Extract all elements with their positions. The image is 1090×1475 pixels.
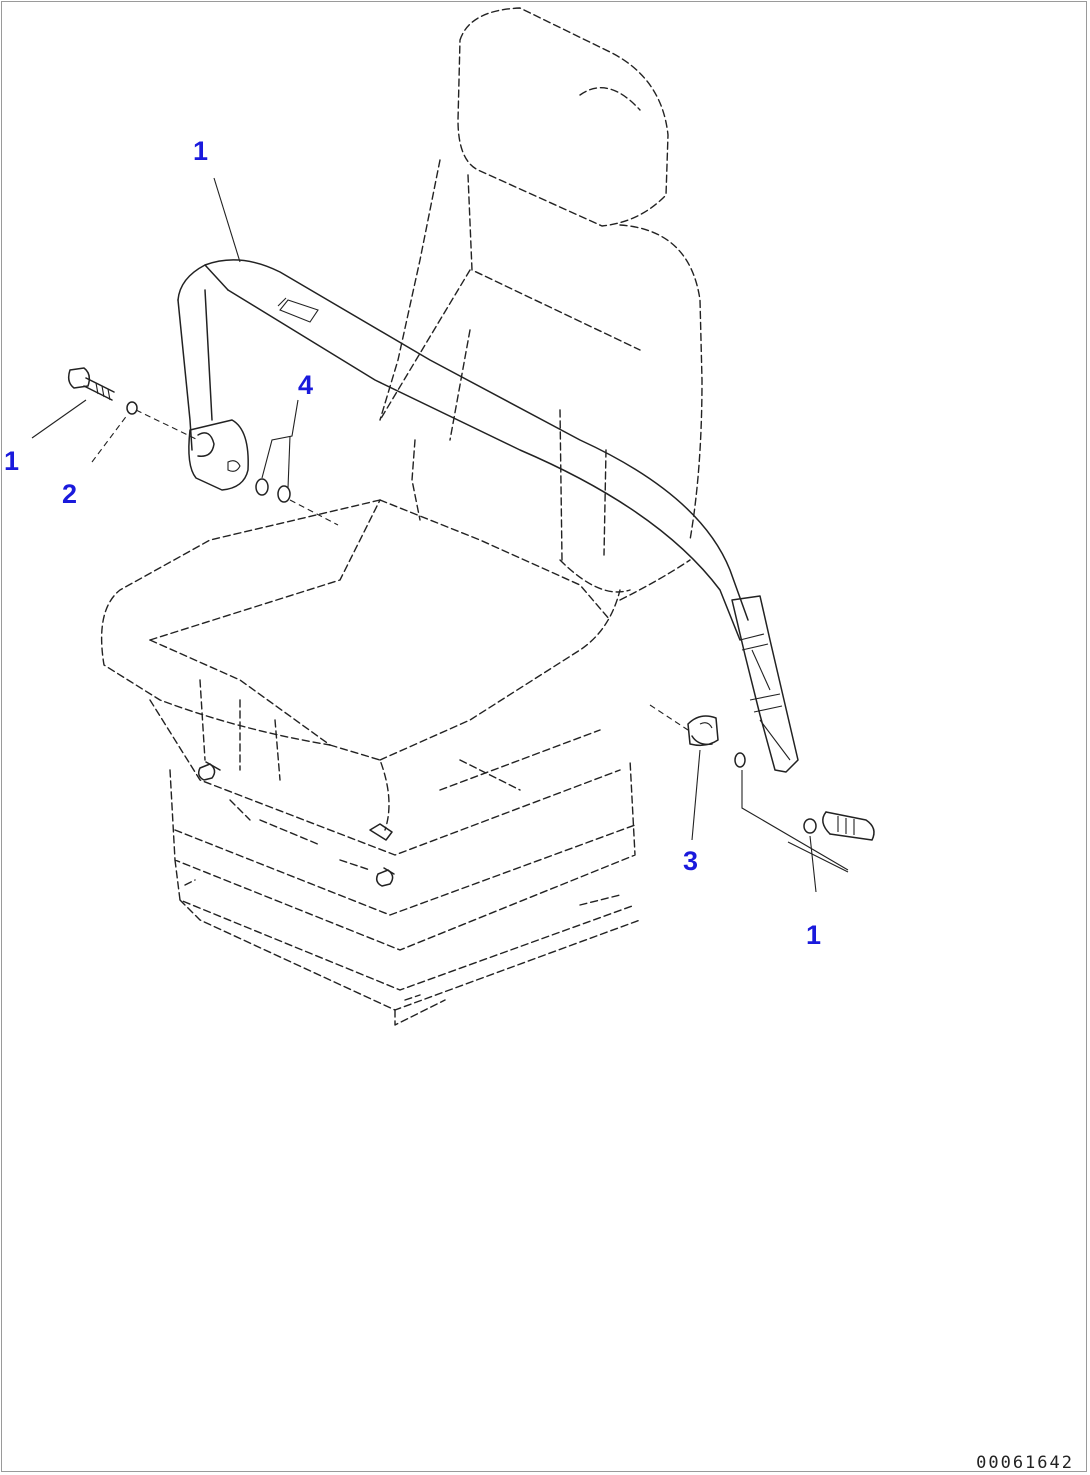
callout-2: 2	[62, 479, 78, 509]
seat-base	[149, 679, 641, 1026]
washer-left	[126, 401, 138, 415]
callout-1-right: 1	[806, 920, 822, 950]
leader-lines	[31, 177, 849, 893]
callout-1-top: 1	[193, 136, 209, 166]
callout-3: 3	[683, 846, 699, 876]
washer-right-2	[734, 752, 746, 768]
washers-part-4	[255, 478, 291, 503]
seat-belt	[177, 259, 749, 641]
headrest	[457, 7, 669, 227]
drawing-reference-code: 00061642	[976, 1453, 1074, 1473]
seat-rail-brackets	[197, 761, 395, 887]
seat-cushion	[100, 499, 691, 831]
right-buckle	[731, 595, 799, 773]
bolt-right	[822, 811, 875, 841]
bolt-left	[67, 367, 115, 401]
seat-back	[379, 159, 703, 593]
left-anchor-plate	[188, 419, 249, 491]
stud-bracket	[687, 715, 719, 747]
washer-right	[803, 818, 817, 834]
callout-4: 4	[298, 370, 314, 400]
callout-1-left: 1	[4, 446, 20, 476]
